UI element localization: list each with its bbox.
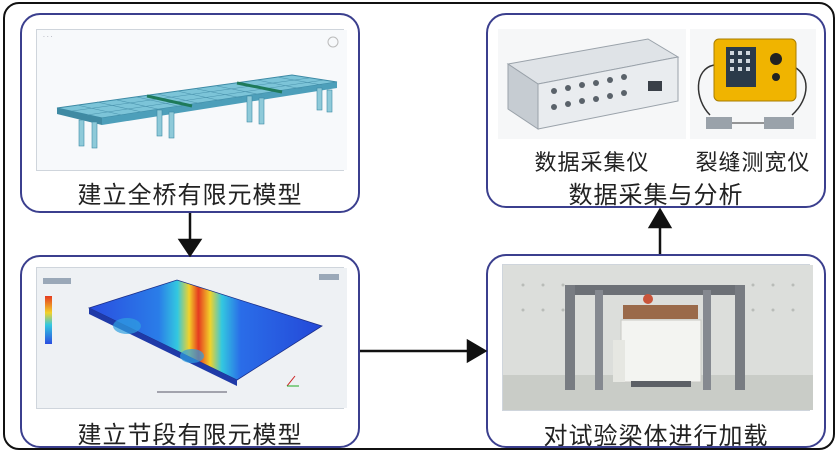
data-acquisition-caption: 数据采集与分析 [568, 181, 744, 208]
bridge-model-drawing: · · · [37, 30, 347, 170]
acquisition-instrument-photo [498, 29, 686, 139]
full-bridge-model-caption: 建立全桥有限元模型 [77, 181, 303, 209]
segment-model-image [36, 267, 347, 409]
full-bridge-model-image: · · · [36, 29, 347, 171]
crack-width-meter-photo [690, 29, 816, 139]
outer-frame [3, 2, 835, 450]
loading-test-photo [502, 264, 813, 411]
svg-text:· · ·: · · · [43, 34, 53, 41]
crack-width-meter-label: 裂缝测宽仪 [695, 151, 811, 176]
test-rig-drawing [503, 265, 813, 410]
fe-contour-drawing [37, 268, 347, 408]
panel-data-acquisition: 数据采集仪 裂缝测宽仪 数据采集与分析 [486, 13, 826, 208]
data-logger-label: 数据采集仪 [534, 151, 650, 176]
segment-model-caption: 建立节段有限元模型 [77, 421, 303, 448]
panel-segment-model: 建立节段有限元模型 [20, 255, 360, 448]
crack-meter-drawing [697, 38, 807, 129]
loading-test-caption: 对试验梁体进行加载 [543, 422, 769, 448]
panel-full-bridge-model: · · · [20, 13, 360, 213]
panel-loading-test: 对试验梁体进行加载 [486, 254, 826, 448]
data-logger-drawing [506, 38, 680, 130]
